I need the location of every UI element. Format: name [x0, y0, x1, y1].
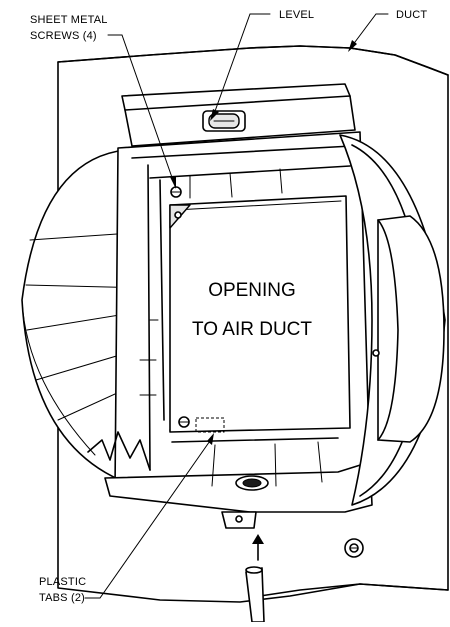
plastic-tabs-callout: PLASTIC TABS (2)	[39, 433, 214, 604]
drain-fitting	[235, 475, 269, 491]
duct-callout: DUCT	[348, 9, 427, 52]
level-label: LEVEL	[279, 9, 314, 21]
level-callout: LEVEL	[210, 9, 314, 121]
screws-callout: SHEET METAL SCREWS (4)	[30, 14, 176, 189]
duct-label: DUCT	[396, 9, 427, 21]
screws-label-line2: SCREWS (4)	[30, 30, 97, 42]
plastic-tabs-label-line2: TABS (2)	[39, 592, 85, 604]
opening-label-line1: OPENING	[208, 280, 296, 301]
plastic-tab-outline	[195, 417, 225, 433]
upward-arrow	[252, 534, 264, 561]
screw-bottom-left	[178, 416, 190, 428]
opening-to-air-duct: OPENING TO AIR DUCT	[169, 195, 351, 433]
plastic-tabs-label-line1: PLASTIC	[39, 576, 86, 588]
humidifier-right-cover	[339, 134, 446, 506]
screws-label-line1: SHEET METAL	[30, 14, 108, 26]
screw-side-left	[174, 211, 182, 219]
screw-bottom-right	[344, 538, 364, 558]
drain-tube	[245, 566, 265, 623]
opening-label-line2: TO AIR DUCT	[192, 319, 312, 340]
screw-top-left	[170, 186, 182, 198]
level-tool	[121, 83, 356, 147]
